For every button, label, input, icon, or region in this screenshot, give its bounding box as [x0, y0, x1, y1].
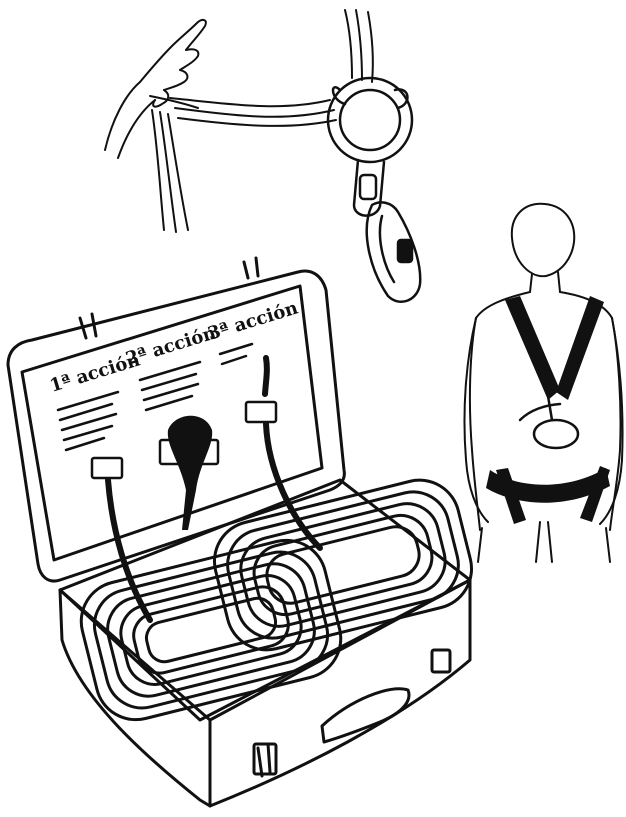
figure-eight-descender-icon	[328, 78, 412, 216]
rescue-kit-case-icon: 1ª acción 2ª acción 3ª acción	[8, 258, 480, 806]
person-harness-icon	[464, 204, 622, 562]
step2-title: 2ª acción	[123, 322, 218, 369]
step3-title: 3ª acción	[205, 297, 300, 344]
carabiner-icon	[367, 202, 420, 301]
coiled-rope-right	[206, 472, 480, 659]
